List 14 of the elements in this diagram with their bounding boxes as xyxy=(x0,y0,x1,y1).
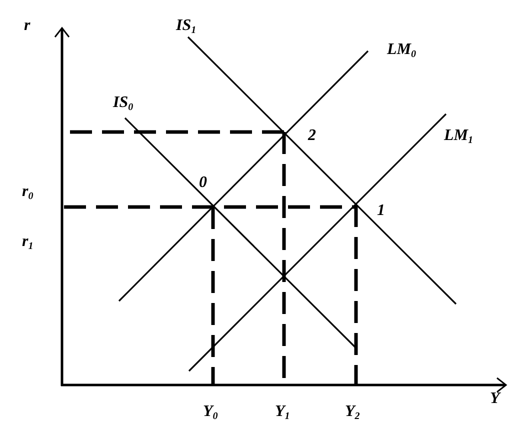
curve-label: IS$_{1}$ xyxy=(176,18,196,36)
tick-label: Y$_{2}$ xyxy=(345,404,360,422)
axis-label: r xyxy=(24,18,30,34)
tick-label: Y$_{1}$ xyxy=(275,404,290,422)
curve-label: IS$_{0}$ xyxy=(113,95,134,113)
intersection-label: 2 xyxy=(308,128,316,144)
intersection-label: 0 xyxy=(199,175,207,191)
tick-label: r$_{1}$ xyxy=(22,234,34,252)
intersection-label: 1 xyxy=(377,203,385,219)
tick-label: Y$_{0}$ xyxy=(203,404,218,422)
axis-label: Y xyxy=(490,391,500,407)
curve-label: LM$_{1}$ xyxy=(444,128,473,146)
tick-label: r$_{0}$ xyxy=(22,184,34,202)
curve-label: LM$_{0}$ xyxy=(387,42,416,60)
